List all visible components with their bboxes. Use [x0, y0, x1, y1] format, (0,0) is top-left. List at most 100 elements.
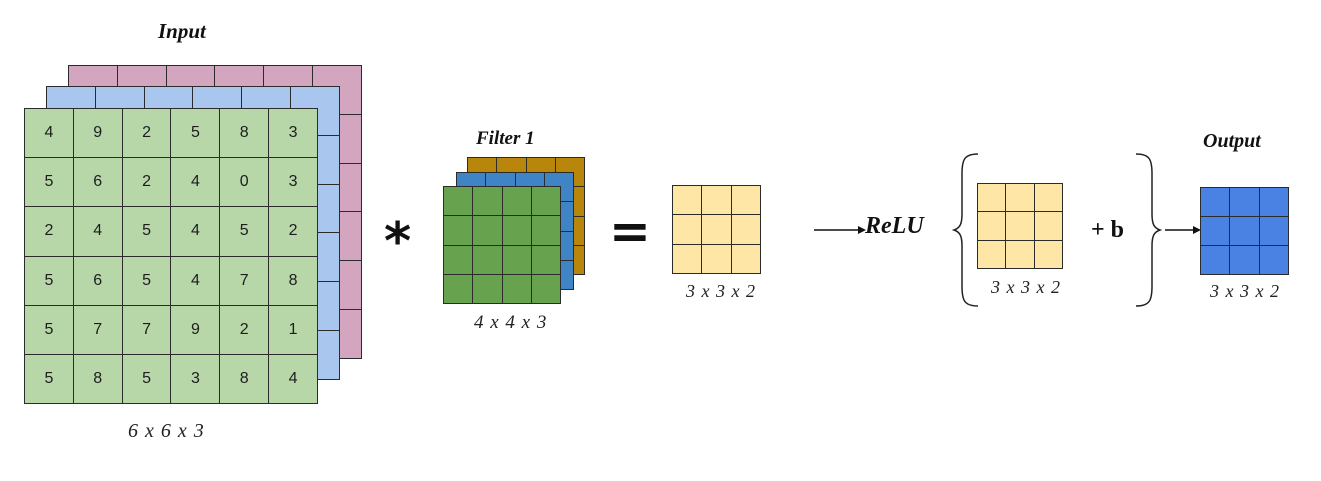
- input-cell: 5: [122, 207, 172, 257]
- filter-cell: [531, 187, 561, 217]
- bias-term: + b: [1091, 217, 1125, 243]
- input-cell: 8: [220, 109, 270, 159]
- filter-cell: [531, 274, 561, 304]
- feature-map-cell: [673, 244, 703, 274]
- input-cell: 4: [25, 109, 74, 159]
- input-cell: 4: [171, 207, 221, 257]
- filter-cell: [531, 245, 561, 275]
- input-cell: 7: [122, 305, 172, 355]
- input-cell: 6: [73, 158, 123, 208]
- feature-map-cell: [978, 240, 1007, 269]
- input-cell: 8: [220, 354, 270, 404]
- feature-map-cell: [702, 186, 732, 216]
- input-dimension-label: 6 x 6 x 3: [128, 420, 205, 442]
- input-cell: 5: [25, 354, 74, 404]
- input-cell: 2: [25, 207, 74, 257]
- filter-cell: [444, 274, 474, 304]
- feature-map-cell: [731, 186, 761, 216]
- feature-map-cell: [731, 244, 761, 274]
- output-title: Output: [1203, 130, 1261, 152]
- filter-cell: [473, 245, 503, 275]
- feature-map-cell: [673, 215, 703, 245]
- feature-map-cell: [1006, 240, 1035, 269]
- input-cell: 5: [25, 158, 74, 208]
- filter-cell: [473, 216, 503, 246]
- input-cell: 6: [73, 256, 123, 306]
- input-cell: 9: [73, 109, 123, 159]
- input-cell: 4: [269, 354, 318, 404]
- feature-map-cell: [673, 186, 703, 216]
- filter-cell: [502, 274, 532, 304]
- convolution-operator: *: [384, 212, 412, 272]
- convolution-result-dimension-label: 3 x 3 x 2: [686, 281, 756, 301]
- arrow-to-output: [1165, 226, 1201, 234]
- filter-cell: [502, 245, 532, 275]
- filter-cell: [473, 187, 503, 217]
- filter-title: Filter 1: [476, 128, 535, 149]
- feature-map-cell: [702, 215, 732, 245]
- input-cell: 7: [220, 256, 270, 306]
- feature-map-cell: [978, 184, 1007, 213]
- filter-cell: [444, 216, 474, 246]
- input-cell: 2: [269, 207, 318, 257]
- feature-map-cell: [978, 212, 1007, 241]
- filter-cell: [502, 216, 532, 246]
- relu-input-dimension-label: 3 x 3 x 2: [991, 277, 1061, 297]
- input-cell: 9: [171, 305, 221, 355]
- input-cell: 4: [171, 158, 221, 208]
- input-cell: 4: [171, 256, 221, 306]
- input-cell: 8: [269, 256, 318, 306]
- input-cell: 8: [73, 354, 123, 404]
- input-cell: 3: [171, 354, 221, 404]
- input-cell: 4: [73, 207, 123, 257]
- input-cell: 1: [269, 305, 318, 355]
- output-cell: [1259, 217, 1289, 246]
- input-title: Input: [158, 19, 206, 43]
- input-cell: 7: [73, 305, 123, 355]
- feature-map-cell: [731, 215, 761, 245]
- feature-map-cell: [702, 244, 732, 274]
- relu-input-grid: [977, 183, 1063, 269]
- input-cell: 3: [269, 109, 318, 159]
- feature-map-cell: [1034, 240, 1063, 269]
- input-cell: 2: [122, 109, 172, 159]
- output-cell: [1201, 246, 1231, 275]
- output-cell: [1201, 217, 1231, 246]
- input-cell: 3: [269, 158, 318, 208]
- output-cell: [1259, 246, 1289, 275]
- right-curly-brace: [1135, 153, 1162, 307]
- output-cell: [1201, 188, 1231, 217]
- filter-cell: [444, 187, 474, 217]
- filter-cell: [473, 274, 503, 304]
- input-cell: 5: [171, 109, 221, 159]
- output-cell: [1259, 188, 1289, 217]
- feature-map-cell: [1006, 212, 1035, 241]
- input-cell: 5: [25, 305, 74, 355]
- input-cell: 2: [220, 305, 270, 355]
- output-dimension-label: 3 x 3 x 2: [1210, 281, 1280, 301]
- input-cell: 5: [122, 256, 172, 306]
- filter-cell: [502, 187, 532, 217]
- input-cell: 5: [122, 354, 172, 404]
- relu-label: ReLU: [865, 213, 924, 239]
- left-curly-brace: [952, 153, 979, 307]
- feature-map-cell: [1034, 184, 1063, 213]
- output-cell: [1230, 217, 1260, 246]
- filter-dimension-label: 4 x 4 x 3: [474, 312, 548, 333]
- filter-channel-front: [443, 186, 561, 304]
- input-cell: 5: [220, 207, 270, 257]
- filter-cell: [531, 216, 561, 246]
- output-grid: [1200, 187, 1289, 275]
- filter-cell: [444, 245, 474, 275]
- input-cell: 2: [122, 158, 172, 208]
- input-cell: 0: [220, 158, 270, 208]
- output-cell: [1230, 188, 1260, 217]
- equals-sign: =: [609, 202, 651, 260]
- feature-map-cell: [1006, 184, 1035, 213]
- convolution-result-grid: [672, 185, 761, 274]
- arrow-to-relu: [814, 226, 866, 234]
- output-cell: [1230, 246, 1260, 275]
- feature-map-cell: [1034, 212, 1063, 241]
- input-cell: 5: [25, 256, 74, 306]
